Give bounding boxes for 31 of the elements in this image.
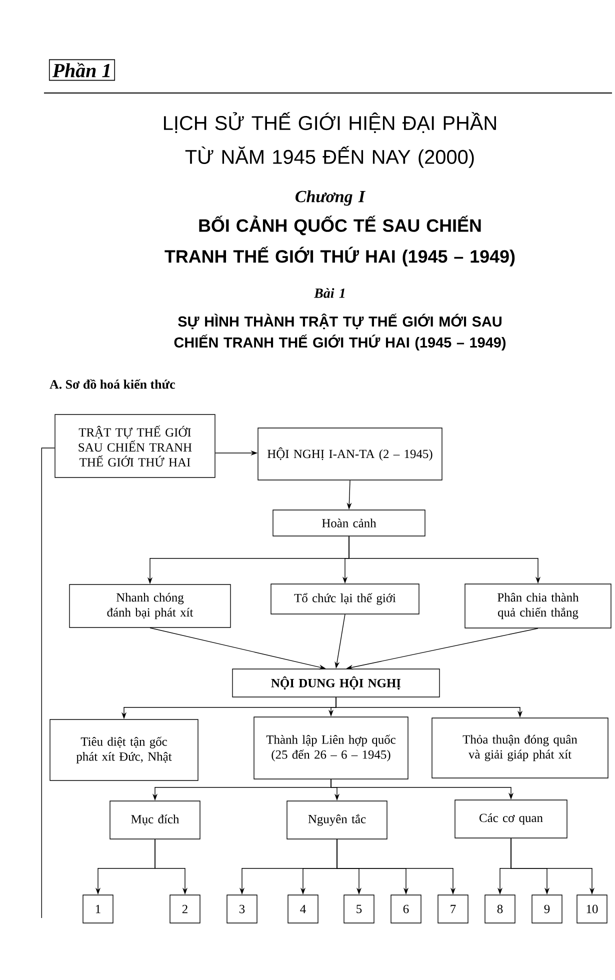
- number-box: 7: [438, 894, 468, 924]
- process-box: Mục đích: [110, 800, 200, 840]
- number-box: 10: [576, 894, 608, 924]
- number-box: 5: [344, 894, 374, 924]
- lesson-label: Bài 1: [314, 288, 344, 298]
- process-box: Hoàn cảnh: [272, 510, 426, 536]
- section-heading: A. Sơ đồ hoá kiến thức: [50, 379, 175, 389]
- bracket-line: [41, 448, 55, 918]
- number-box: 6: [390, 894, 422, 924]
- heading-box: NỘI DUNG HỘI NGHỊ: [232, 668, 440, 698]
- lesson-heading: SỰ HÌNH THÀNH TRẬT TỰ THẾ GIỚI MỚI SAU CHIẾN TRANH THẾ GIỚI THỨ HAI (1945 – 1949): [174, 314, 506, 350]
- process-box: Phân chia thành quả chiến thắng: [464, 584, 612, 628]
- process-box: Nhanh chóng đánh bại phát xít: [69, 584, 231, 628]
- process-box: Các cơ quan: [454, 800, 568, 838]
- process-box: Tiêu diệt tận gốc phát xít Đức, Nhật: [50, 719, 198, 781]
- chapter-heading: BỐI CẢNH QUỐC TẾ SAU CHIẾN TRANH THẾ GIỚI THỨ HAI (1945 – 1949): [164, 216, 515, 266]
- number-box: 4: [288, 894, 318, 924]
- process-box: Thành lập Liên hợp quốc (25 đến 26 – 6 – 1945): [254, 716, 408, 780]
- process-box: Thỏa thuận đóng quân và giải giáp phát xít: [432, 718, 608, 778]
- number-box: 3: [226, 894, 258, 924]
- process-box: Tổ chức lại thế giới: [270, 584, 420, 614]
- chapter-label: Chương I: [296, 190, 366, 206]
- process-box: TRẬT TỰ THẾ GIỚI SAU CHIẾN TRANH THẾ GIỚI THỨ HAI: [54, 414, 216, 478]
- process-box: Nguyên tắc: [286, 800, 388, 840]
- number-box: 1: [82, 894, 114, 924]
- part-box: Phần 1: [48, 59, 116, 81]
- process-box: HỘI NGHỊ I-AN-TA (2 – 1945): [258, 428, 442, 480]
- title: LỊCH SỬ THẾ GIỚI HIỆN ĐẠI PHẦN TỪ NĂM 1945 ĐẾN NAY (2000): [164, 112, 496, 168]
- number-box: 2: [170, 894, 200, 924]
- number-box: 8: [484, 894, 516, 924]
- number-box: 9: [532, 894, 562, 924]
